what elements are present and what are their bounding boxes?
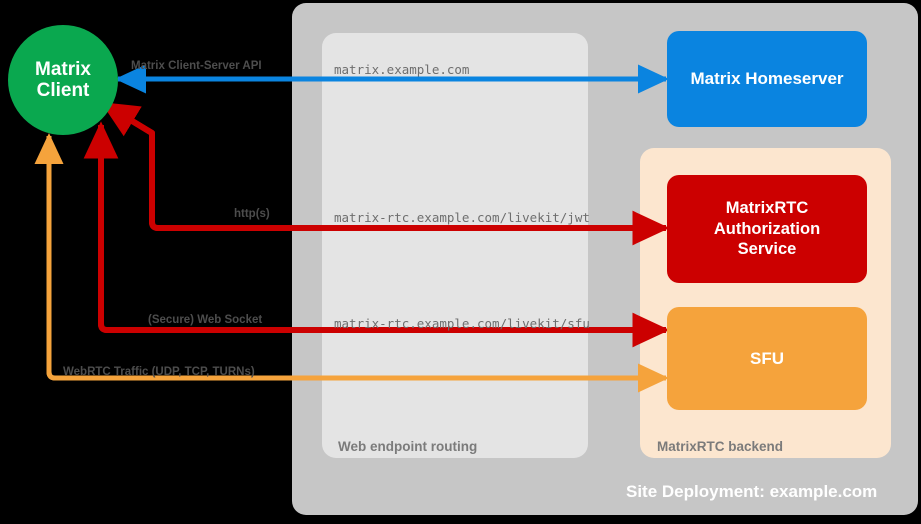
auth-service-label-line1: MatrixRTC xyxy=(725,199,809,218)
edge-label-matrix-client-server-api: Matrix Client-Server API xyxy=(131,60,262,72)
endpoint-livekit-jwt: matrix-rtc.example.com/livekit/jwt xyxy=(334,210,590,225)
endpoint-matrix-example-com: matrix.example.com xyxy=(334,62,470,77)
web-endpoint-routing-panel xyxy=(322,33,588,458)
caption-matrixrtc-backend: MatrixRTC backend xyxy=(657,439,784,454)
matrix-client-label-line2: Client xyxy=(36,80,90,101)
auth-service-label-line3: Service xyxy=(737,240,797,259)
edge-label-webrtc-traffic: WebRTC Traffic (UDP, TCP, TURNs) xyxy=(63,366,255,378)
caption-site-deployment: Site Deployment: example.com xyxy=(626,482,878,501)
node-matrix-client[interactable]: Matrix Client xyxy=(8,25,118,135)
auth-service-label-line2: Authorization xyxy=(713,219,821,238)
endpoint-livekit-sfu: matrix-rtc.example.com/livekit/sfu xyxy=(334,316,590,331)
edge-label-secure-websocket: (Secure) Web Socket xyxy=(148,314,263,326)
edge-label-https: http(s) xyxy=(234,208,270,220)
sfu-label: SFU xyxy=(750,348,784,368)
caption-web-endpoint-routing: Web endpoint routing xyxy=(338,439,478,454)
node-matrixrtc-authorization-service[interactable]: MatrixRTC Authorization Service xyxy=(667,175,867,283)
node-matrix-homeserver[interactable]: Matrix Homeserver xyxy=(667,31,867,127)
node-sfu[interactable]: SFU xyxy=(667,307,867,410)
matrix-client-label-line1: Matrix xyxy=(35,58,91,80)
matrix-homeserver-label: Matrix Homeserver xyxy=(690,69,844,88)
